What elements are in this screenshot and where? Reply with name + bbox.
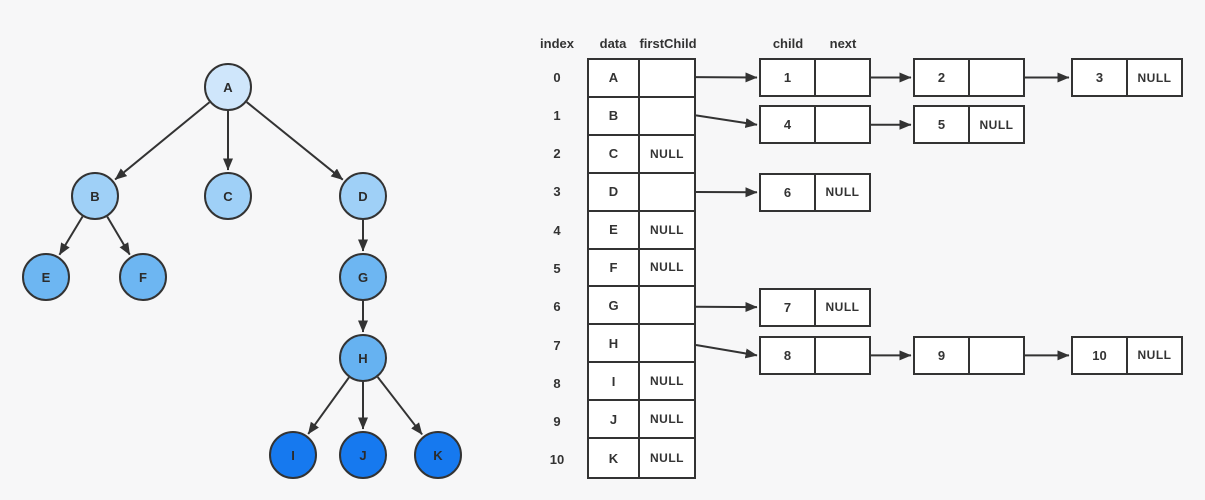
tree-node-K: K: [414, 431, 462, 479]
column-header-index: index: [540, 36, 574, 51]
firstchild-cell-6: [640, 287, 694, 326]
data-cell-9: J: [589, 401, 640, 440]
column-header-data: data: [599, 36, 627, 51]
list-node-child-4: 4: [759, 105, 871, 145]
list-node-child-1: 1: [759, 58, 871, 97]
data-cell-8: I: [589, 363, 640, 402]
next-cell: [814, 337, 869, 373]
data-cell-2: C: [589, 135, 640, 174]
next-cell: [968, 337, 1023, 373]
firstchild-cell-2: NULL: [640, 136, 694, 174]
list-node-child-7: 7 NULL: [759, 287, 871, 327]
child-cell: 2: [937, 70, 946, 85]
arrow-line: [58, 216, 84, 256]
arrow-line: [695, 344, 758, 359]
list-node-child-2: 2: [913, 58, 1025, 97]
list-node-child-6: 6 NULL: [759, 172, 871, 212]
next-cell: NULL: [968, 107, 1023, 143]
tree-node-G: G: [339, 253, 387, 301]
firstchild-cell-5: NULL: [640, 250, 694, 288]
tree-node-F: F: [119, 253, 167, 301]
index-label-3: 3: [553, 184, 561, 200]
next-cell: [814, 107, 869, 143]
next-cell: [968, 60, 1023, 95]
child-cell: 1: [783, 70, 792, 85]
list-node-child-3: 3 NULL: [1071, 58, 1183, 97]
child-cell: 6: [783, 184, 792, 200]
index-label-1: 1: [553, 107, 561, 123]
tree-node-C: C: [204, 172, 252, 220]
data-cell-4: E: [589, 211, 640, 250]
index-label-4: 4: [553, 222, 561, 238]
data-cell-3: D: [589, 173, 640, 212]
index-label-0: 0: [553, 69, 561, 85]
child-cell: 5: [937, 117, 946, 133]
arrow-line: [106, 216, 131, 256]
firstchild-cell-1: [640, 98, 694, 136]
arrow-line: [246, 101, 344, 181]
tree-node-D: D: [339, 172, 387, 220]
null-label: NULL: [650, 412, 684, 427]
list-node-child-5: 5 NULL: [913, 105, 1025, 145]
column-header-child: child: [772, 36, 804, 51]
null-label: NULL: [650, 451, 684, 466]
arrow-line: [376, 376, 423, 436]
child-cell: 10: [1092, 347, 1107, 363]
firstchild-cell-10: NULL: [640, 439, 694, 477]
list-node-child-10: 10 NULL: [1071, 335, 1183, 375]
next-cell: NULL: [814, 174, 869, 210]
tree-node-J: J: [339, 431, 387, 479]
child-cell: 3: [1095, 70, 1104, 85]
child-cell: 7: [783, 299, 792, 315]
null-label: NULL: [650, 146, 684, 161]
arrow-line: [307, 376, 350, 435]
firstchild-cell-7: [640, 325, 694, 364]
index-label-5: 5: [553, 260, 561, 276]
tree-node-I: I: [269, 431, 317, 479]
column-header-next: next: [829, 36, 857, 51]
index-label-7: 7: [553, 337, 561, 353]
data-cell-1: B: [589, 97, 640, 136]
index-label-9: 9: [553, 414, 561, 430]
data-cell-7: H: [589, 325, 640, 364]
next-cell: NULL: [814, 289, 869, 325]
arrow-line: [695, 114, 758, 128]
null-label: NULL: [650, 260, 684, 275]
null-label: NULL: [650, 222, 684, 237]
next-cell: NULL: [1126, 60, 1181, 95]
index-label-8: 8: [553, 375, 561, 391]
index-label-6: 6: [553, 299, 561, 315]
tree-node-H: H: [339, 334, 387, 382]
child-cell: 9: [937, 347, 946, 363]
next-cell: [814, 60, 869, 95]
index-label-2: 2: [553, 146, 561, 162]
child-cell: 8: [783, 347, 792, 363]
data-cell-6: G: [589, 287, 640, 326]
tree-node-E: E: [22, 253, 70, 301]
firstchild-cell-4: NULL: [640, 212, 694, 250]
null-label: NULL: [650, 374, 684, 389]
firstchild-cell-3: [640, 174, 694, 212]
data-cell-0: A: [589, 60, 640, 98]
firstchild-cell-8: NULL: [640, 363, 694, 402]
next-cell: NULL: [1126, 337, 1181, 373]
tree-node-B: B: [71, 172, 119, 220]
index-label-10: 10: [549, 452, 565, 468]
column-header-firstchild: firstChild: [639, 36, 697, 51]
data-cell-10: K: [589, 439, 640, 477]
child-cell: 4: [783, 117, 792, 133]
firstchild-cell-9: NULL: [640, 401, 694, 440]
tree-node-A: A: [204, 63, 252, 111]
data-cell-5: F: [589, 249, 640, 288]
arrow-line: [114, 101, 211, 181]
firstchild-cell-0: [640, 60, 694, 98]
list-node-child-8: 8: [759, 335, 871, 375]
list-node-child-9: 9: [913, 335, 1025, 375]
